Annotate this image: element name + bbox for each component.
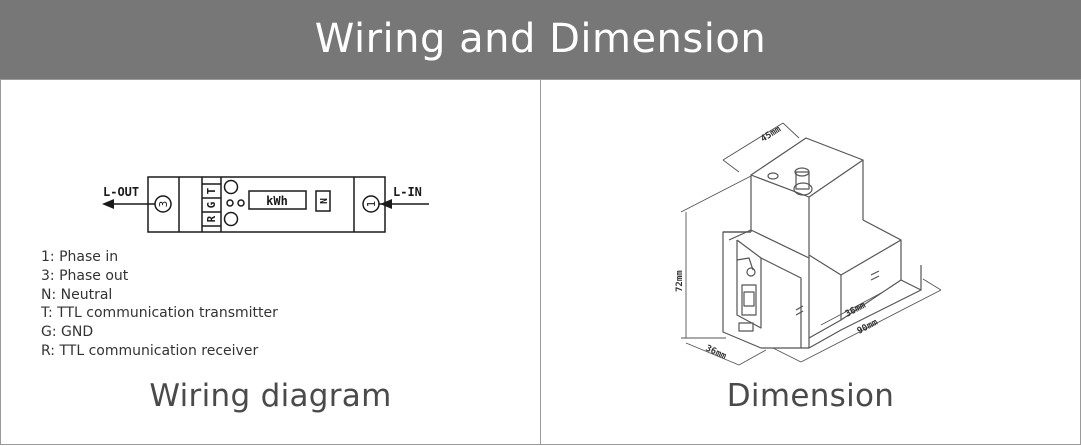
height-label: 72mm bbox=[675, 270, 685, 292]
dimension-caption: Dimension bbox=[726, 378, 895, 414]
meter-top-face bbox=[750, 137, 864, 198]
neutral-terminal bbox=[315, 190, 331, 212]
depth-front-label: 36mm bbox=[844, 300, 868, 319]
legend-item-gnd: G: GND bbox=[41, 324, 94, 341]
legend-item-phase-out: 3: Phase out bbox=[41, 267, 129, 284]
dimension-drawing: 45mm 72mm 36mm 36mm 90mm bbox=[675, 122, 942, 366]
wiring-diagram-drawing: L-OUT L-IN 3 1 kWh N T G R bbox=[102, 176, 429, 233]
terminal-legend: 1: Phase in 3: Phase out N: Neutral T: T… bbox=[41, 248, 278, 361]
wiring-caption: Wiring diagram bbox=[149, 378, 392, 414]
wiring-panel: L-OUT L-IN 3 1 kWh N T G R 1: Phase in 3… bbox=[0, 79, 541, 445]
dimension-panel: 45mm 72mm 36mm 36mm 90mm Dimension bbox=[540, 79, 1081, 445]
legend-item-neutral: N: Neutral bbox=[41, 286, 113, 303]
top-width-label: 45mm bbox=[759, 124, 783, 144]
terminal-1-number: 1 bbox=[365, 201, 378, 208]
page-title: Wiring and Dimension bbox=[314, 16, 767, 62]
l-out-label: L-OUT bbox=[103, 185, 139, 199]
g-terminal-label: G bbox=[205, 201, 218, 208]
legend-item-transmitter: T: TTL communication transmitter bbox=[41, 305, 278, 322]
legend-item-receiver: R: TTL communication receiver bbox=[41, 342, 259, 359]
l-out-arrow-icon bbox=[102, 199, 114, 209]
header-bar: Wiring and Dimension bbox=[0, 0, 1081, 79]
kwh-unit-label: kWh bbox=[266, 194, 288, 208]
r-terminal-label: R bbox=[205, 215, 218, 222]
base-width-label: 36mm bbox=[704, 344, 728, 362]
l-in-arrow-icon bbox=[380, 199, 392, 209]
legend-item-phase-in: 1: Phase in bbox=[41, 249, 119, 265]
n-terminal-label: N bbox=[319, 198, 330, 204]
terminal-3-number: 3 bbox=[157, 201, 170, 208]
l-in-label: L-IN bbox=[393, 185, 422, 199]
indicator-circle-bottom bbox=[223, 211, 239, 227]
t-terminal-label: T bbox=[205, 187, 218, 194]
display-window bbox=[248, 190, 307, 210]
indicator-circle-top bbox=[223, 179, 239, 195]
